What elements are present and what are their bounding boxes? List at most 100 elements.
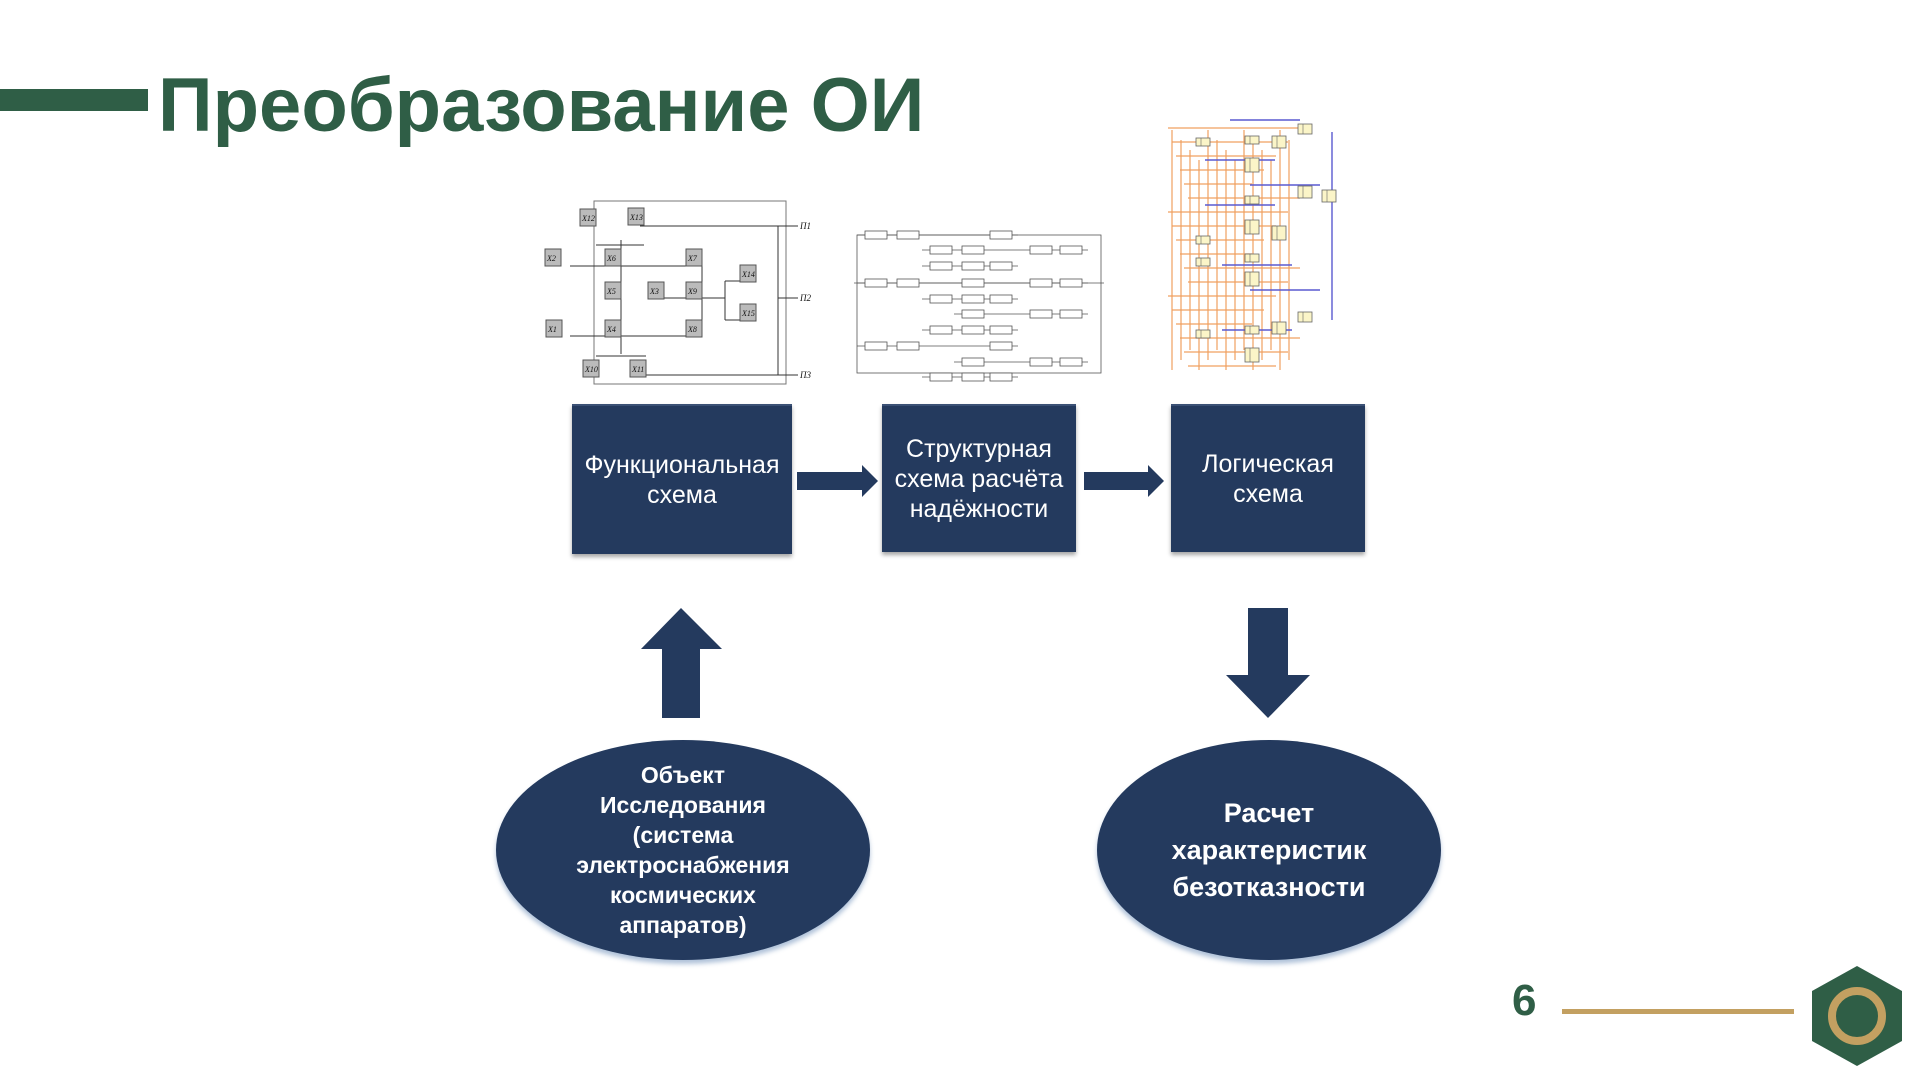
arrow-up-icon (641, 608, 722, 718)
logic-gate (1244, 135, 1260, 145)
reliability-element (1029, 245, 1053, 255)
logic-gate (1297, 311, 1313, 323)
diagram-node: X15 (739, 303, 757, 322)
logo-hexagon-icon (1812, 966, 1902, 1066)
diagram-node: X8 (685, 319, 703, 338)
reliability-element (961, 325, 985, 335)
logic-gate (1244, 157, 1260, 173)
diagram-output-label: П1 (799, 221, 811, 231)
diagram-node: X2 (544, 248, 562, 267)
diagram-node: X9 (685, 281, 703, 300)
diagram-node-label: X11 (631, 365, 644, 374)
diagram-node-label: X15 (741, 309, 755, 318)
functional-scheme-box: Функциональная схема (572, 404, 792, 554)
reliability-element (961, 357, 985, 367)
diagram-node-label: X3 (649, 287, 659, 296)
logic-gate (1244, 325, 1260, 335)
functional-diagram-image (570, 200, 798, 385)
arrow-right-icon (797, 465, 878, 497)
reliability-element (961, 278, 985, 288)
reliability-element (864, 278, 888, 288)
page-title: Преобразование ОИ (158, 63, 925, 148)
footer-divider (1562, 1009, 1794, 1014)
reliability-element (896, 230, 920, 240)
reliability-element (961, 372, 985, 382)
diagram-node: X13 (627, 207, 645, 226)
diagram-node: X6 (604, 248, 622, 267)
logical-scheme-box: Логическая схема (1171, 404, 1365, 552)
logic-gate (1271, 135, 1287, 149)
reliability-element (896, 278, 920, 288)
diagram-node: X3 (647, 281, 665, 300)
reliability-element (989, 372, 1013, 382)
page-number: 6 (1512, 976, 1537, 1025)
reliability-element (989, 294, 1013, 304)
diagram-node: X1 (545, 319, 563, 338)
reliability-element (989, 341, 1013, 351)
reliability-element (1029, 309, 1053, 319)
logic-gate (1297, 123, 1313, 135)
logical-diagram-image (1168, 119, 1337, 370)
reliability-element (989, 261, 1013, 271)
logic-gate (1195, 137, 1211, 147)
reliability-element (961, 294, 985, 304)
diagram-node: X7 (685, 248, 703, 267)
diagram-output-label: П3 (799, 370, 811, 380)
reliability-element (929, 261, 953, 271)
logic-gate (1321, 189, 1337, 203)
diagram-output-label: П2 (799, 293, 811, 303)
research-object-label: Объект Исследования (система электроснаб… (576, 762, 790, 938)
reliability-element (929, 245, 953, 255)
diagram-node: X4 (604, 319, 622, 338)
diagram-node: X10 (582, 359, 600, 378)
logic-gate (1244, 347, 1260, 363)
arrow-down-icon (1226, 608, 1310, 718)
logic-gate (1271, 321, 1287, 335)
diagram-node-label: X10 (584, 365, 598, 374)
diagram-node-label: X7 (687, 254, 698, 263)
logic-gate (1297, 185, 1313, 199)
diagram-node-label: X6 (606, 254, 616, 263)
reliability-element (1059, 245, 1083, 255)
diagram-node: X5 (604, 281, 622, 300)
diagram-node: X12 (579, 208, 597, 227)
diagram-node: X11 (629, 359, 647, 378)
logic-gate (1271, 225, 1287, 241)
reliability-element (961, 309, 985, 319)
diagram-node-label: X8 (687, 325, 697, 334)
logic-gate (1195, 329, 1211, 339)
diagram-node-label: X13 (629, 213, 643, 222)
logic-gate (1244, 219, 1260, 235)
reliability-element (929, 294, 953, 304)
diagram-node-label: X1 (547, 325, 557, 334)
title-accent-bar (0, 89, 148, 111)
structural-scheme-box: Структурная схема расчёта надёжности (882, 404, 1076, 552)
logic-gate (1195, 235, 1211, 245)
diagram-node-label: X5 (606, 287, 616, 296)
reliability-element (989, 325, 1013, 335)
reliability-element (1059, 309, 1083, 319)
logic-gate (1195, 257, 1211, 267)
reliability-element (864, 341, 888, 351)
logic-gate (1244, 253, 1260, 263)
arrow-right-icon (1084, 465, 1164, 497)
diagram-node-label: X12 (581, 214, 595, 223)
research-object-ellipse: Объект Исследования (система электроснаб… (496, 740, 870, 960)
logic-gate (1244, 271, 1260, 287)
reliability-calc-label: Расчет характеристик безотказности (1171, 797, 1367, 902)
reliability-element (989, 230, 1013, 240)
diagram-node-label: X2 (546, 254, 556, 263)
reliability-element (1059, 357, 1083, 367)
reliability-element (929, 325, 953, 335)
diagram-node-label: X9 (687, 287, 697, 296)
diagram-node-label: X14 (741, 270, 755, 279)
reliability-element (864, 230, 888, 240)
diagram-node: X14 (739, 264, 757, 283)
reliability-element (961, 261, 985, 271)
reliability-element (896, 341, 920, 351)
reliability-element (1029, 278, 1053, 288)
diagram-node-label: X4 (606, 325, 616, 334)
reliability-element (1059, 278, 1083, 288)
reliability-element (1029, 357, 1053, 367)
